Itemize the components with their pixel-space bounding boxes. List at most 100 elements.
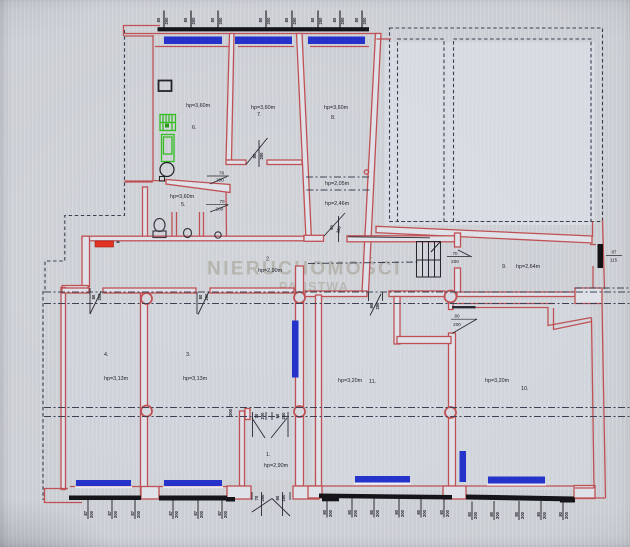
svg-text:hp=2,90m: hp=2,90m xyxy=(258,268,283,274)
svg-text:70: 70 xyxy=(254,495,259,500)
svg-text:78: 78 xyxy=(219,171,225,176)
svg-text:hp=3,60m: hp=3,60m xyxy=(170,194,195,200)
svg-text:200: 200 xyxy=(335,225,342,234)
svg-text:200: 200 xyxy=(400,509,405,517)
svg-text:200: 200 xyxy=(260,494,265,502)
svg-text:hp=3,60m: hp=3,60m xyxy=(186,103,211,109)
svg-text:1.: 1. xyxy=(266,452,271,458)
svg-text:hp=2,90m: hp=2,90m xyxy=(264,463,289,469)
svg-text:87: 87 xyxy=(168,510,173,515)
svg-text:4.: 4. xyxy=(104,352,109,358)
svg-text:200: 200 xyxy=(340,17,345,25)
svg-text:200: 200 xyxy=(362,17,367,25)
svg-text:60: 60 xyxy=(275,495,280,500)
svg-text:80: 80 xyxy=(454,314,460,319)
svg-text:80: 80 xyxy=(332,17,337,22)
svg-text:80: 80 xyxy=(354,17,359,22)
svg-text:200: 200 xyxy=(453,322,461,327)
svg-text:200: 200 xyxy=(375,509,380,517)
svg-text:115: 115 xyxy=(610,258,618,263)
svg-text:200: 200 xyxy=(318,17,323,25)
svg-text:200: 200 xyxy=(174,510,179,518)
svg-text:200: 200 xyxy=(164,17,169,25)
svg-text:200: 200 xyxy=(97,293,102,301)
svg-text:hp=2,64m: hp=2,64m xyxy=(516,264,541,270)
svg-text:200: 200 xyxy=(259,152,264,160)
svg-text:200: 200 xyxy=(375,302,380,310)
svg-text:70: 70 xyxy=(452,251,458,256)
svg-text:80: 80 xyxy=(369,303,374,308)
svg-text:200: 200 xyxy=(218,17,223,25)
svg-text:10.: 10. xyxy=(521,386,529,392)
svg-text:hp=2,05m: hp=2,05m xyxy=(325,181,350,187)
svg-text:87: 87 xyxy=(611,250,617,255)
svg-text:80: 80 xyxy=(369,509,374,514)
svg-text:200: 200 xyxy=(228,408,233,416)
svg-text:80: 80 xyxy=(284,17,289,22)
svg-text:70: 70 xyxy=(254,413,259,418)
svg-text:87: 87 xyxy=(107,510,112,515)
svg-text:200: 200 xyxy=(266,17,271,25)
svg-text:80: 80 xyxy=(258,17,263,22)
svg-text:200: 200 xyxy=(353,509,358,517)
svg-text:80: 80 xyxy=(91,294,96,299)
svg-text:87: 87 xyxy=(193,510,198,515)
svg-text:NIERUCHOMOŚCI: NIERUCHOMOŚCI xyxy=(207,258,402,280)
svg-text:200: 200 xyxy=(422,509,427,517)
svg-text:80: 80 xyxy=(322,509,327,514)
svg-text:80: 80 xyxy=(416,509,421,514)
svg-text:80: 80 xyxy=(467,511,472,516)
svg-text:200: 200 xyxy=(260,412,265,420)
svg-text:80: 80 xyxy=(558,511,563,516)
svg-text:80: 80 xyxy=(210,17,215,22)
svg-text:2.: 2. xyxy=(266,257,271,263)
svg-text:200: 200 xyxy=(520,511,525,519)
svg-text:80: 80 xyxy=(310,17,315,22)
svg-text:80: 80 xyxy=(394,509,399,514)
svg-text:200: 200 xyxy=(445,509,450,517)
svg-text:200: 200 xyxy=(328,509,333,517)
svg-text:80: 80 xyxy=(347,509,352,514)
svg-text:60: 60 xyxy=(275,413,280,418)
svg-text:80: 80 xyxy=(183,17,188,22)
svg-text:200: 200 xyxy=(204,293,209,301)
svg-text:200: 200 xyxy=(136,510,141,518)
svg-text:80: 80 xyxy=(439,509,444,514)
svg-text:200: 200 xyxy=(199,510,204,518)
svg-text:200: 200 xyxy=(216,178,224,183)
svg-text:hp=3,20m: hp=3,20m xyxy=(338,378,363,384)
svg-text:80: 80 xyxy=(514,511,519,516)
svg-text:80: 80 xyxy=(489,511,494,516)
svg-text:5.: 5. xyxy=(181,202,186,208)
svg-text:200: 200 xyxy=(495,511,500,519)
svg-text:80: 80 xyxy=(536,511,541,516)
svg-text:9.: 9. xyxy=(502,264,507,270)
svg-text:200: 200 xyxy=(281,494,286,502)
svg-text:11.: 11. xyxy=(369,379,376,385)
svg-text:200: 200 xyxy=(191,17,196,25)
svg-text:200: 200 xyxy=(451,259,459,264)
svg-text:200: 200 xyxy=(223,510,228,518)
svg-text:200: 200 xyxy=(281,412,286,420)
svg-text:70: 70 xyxy=(219,199,225,204)
svg-text:hp=2,46m: hp=2,46m xyxy=(325,201,350,207)
svg-text:80: 80 xyxy=(156,17,161,22)
svg-text:200: 200 xyxy=(216,207,224,212)
svg-text:6.: 6. xyxy=(192,125,197,131)
svg-text:7.: 7. xyxy=(257,112,262,118)
svg-text:80: 80 xyxy=(252,153,257,158)
svg-text:hp=3,13m: hp=3,13m xyxy=(104,376,129,382)
svg-text:200: 200 xyxy=(113,510,118,518)
svg-text:80: 80 xyxy=(329,224,335,230)
svg-text:87: 87 xyxy=(83,510,88,515)
svg-text:200: 200 xyxy=(564,511,569,519)
svg-text:3.: 3. xyxy=(186,352,191,358)
svg-text:hp=3,20m: hp=3,20m xyxy=(485,378,510,384)
svg-text:hp=3,13m: hp=3,13m xyxy=(183,376,208,382)
svg-text:200: 200 xyxy=(292,17,297,25)
svg-text:200: 200 xyxy=(89,510,94,518)
svg-text:80: 80 xyxy=(198,294,203,299)
svg-text:8.: 8. xyxy=(331,115,336,121)
svg-text:87: 87 xyxy=(217,510,222,515)
svg-text:200: 200 xyxy=(542,511,547,519)
